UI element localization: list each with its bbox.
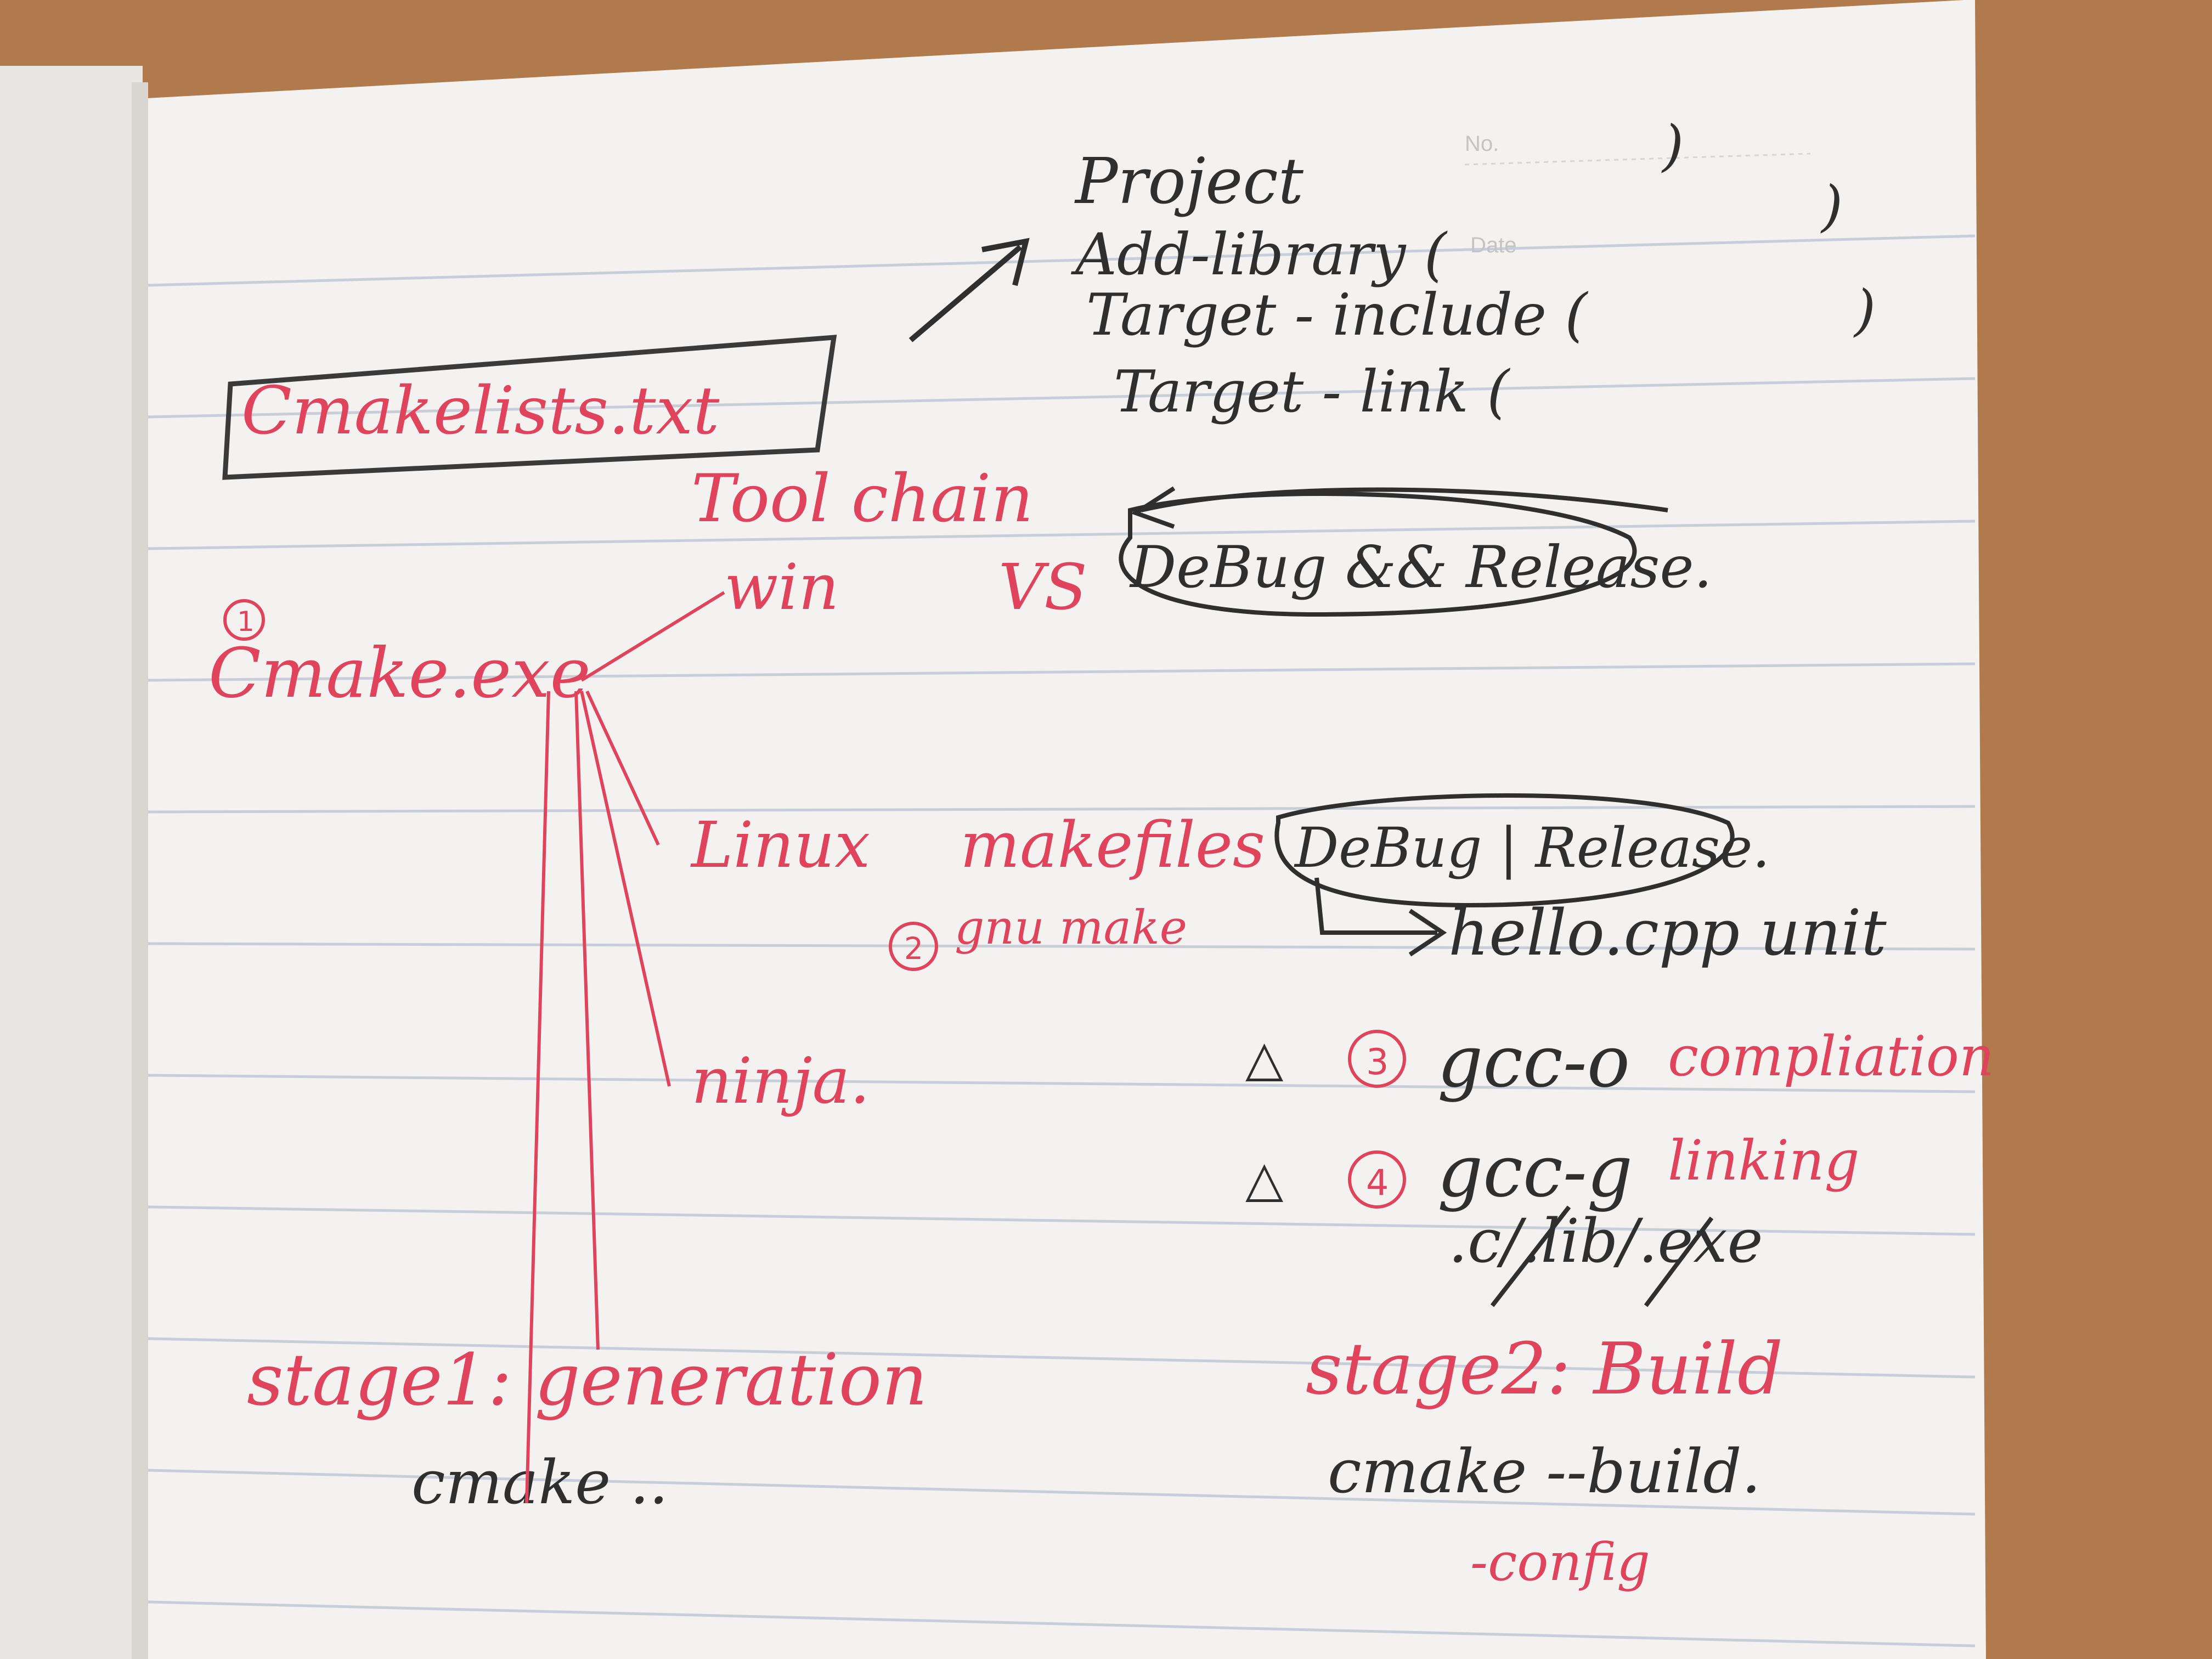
stage2-command: cmake --build. xyxy=(1328,1436,1761,1506)
triangle-marker-4: △ xyxy=(1245,1150,1283,1208)
step4-circle xyxy=(1348,1150,1406,1209)
stage1-command: cmake .. xyxy=(411,1447,668,1517)
ninja-label: ninja. xyxy=(691,1045,870,1118)
step4-command: gcc-g xyxy=(1437,1130,1633,1213)
strike-1 xyxy=(1490,1205,1571,1307)
step3-command: gcc-o xyxy=(1437,1020,1630,1103)
toolchain-label: Tool chain xyxy=(691,461,1033,537)
closing-paren-3: ) xyxy=(1853,278,1876,342)
branch-lines xyxy=(525,591,725,1504)
printed-no-label: No. xyxy=(1465,132,1499,156)
step1-circle xyxy=(223,599,265,641)
step3-circle xyxy=(1348,1030,1406,1088)
command-target-link: Target - link ( xyxy=(1114,358,1510,425)
strike-2 xyxy=(1644,1216,1714,1307)
compilation-label: compliation xyxy=(1668,1024,1994,1088)
win-label: win xyxy=(724,551,839,624)
step4-number: 4 xyxy=(1366,1163,1389,1204)
stage2-label: stage2: Build xyxy=(1306,1327,1783,1410)
closing-paren-2: ) xyxy=(1820,174,1843,238)
arrow-to-hello xyxy=(1314,877,1447,957)
outputs-list: .c/.lib/.exe xyxy=(1448,1206,1763,1276)
closing-paren-1: ) xyxy=(1661,114,1684,178)
makefiles-label: makefiles xyxy=(960,809,1265,882)
page-spine-shadow xyxy=(132,82,148,1659)
step1-number: 1 xyxy=(237,606,255,637)
notebook-page xyxy=(137,0,1986,1659)
gnu-make: gnu make xyxy=(955,901,1187,955)
debug-or-release: DeBug | Release. xyxy=(1294,816,1770,880)
linking-label: linking xyxy=(1668,1128,1859,1193)
linux-label: Linux xyxy=(690,809,870,882)
config-label: -config xyxy=(1470,1532,1650,1593)
hello-cpp-unit: hello.cpp unit xyxy=(1448,896,1887,970)
red-ink-notes: Cmakelists.txt Tool chain win VS 1 Cmake… xyxy=(208,373,1994,1593)
debug-release-ellipse-1 xyxy=(1119,492,1637,617)
cmakelists-box xyxy=(222,335,837,480)
rule-lines xyxy=(148,234,1976,1647)
stage1-label: stage1: generation xyxy=(247,1338,928,1421)
command-target-include: Target - include ( xyxy=(1086,281,1588,348)
black-ink-notes: Project Add-library ( Target - include (… xyxy=(222,114,1887,1517)
debug-and-release: DeBug && Release. xyxy=(1129,534,1712,601)
debug-release-ellipse-2 xyxy=(1274,793,1735,908)
printed-date-label: Date xyxy=(1470,233,1517,257)
vs-label: VS xyxy=(998,551,1087,624)
step2-circle xyxy=(889,922,938,971)
command-add-library: Add-library ( xyxy=(1071,221,1448,288)
command-project: Project xyxy=(1074,145,1304,218)
left-page-edge xyxy=(0,66,143,1659)
arrow-to-commands xyxy=(909,238,1030,342)
step3-number: 3 xyxy=(1366,1042,1389,1083)
step2-number: 2 xyxy=(904,931,923,966)
cmake-exe: Cmake.exe xyxy=(208,634,591,713)
cmakelists-title: Cmakelists.txt xyxy=(241,373,720,449)
arrow-from-ellipse-1 xyxy=(1130,486,1668,529)
triangle-marker-3: △ xyxy=(1245,1030,1283,1087)
